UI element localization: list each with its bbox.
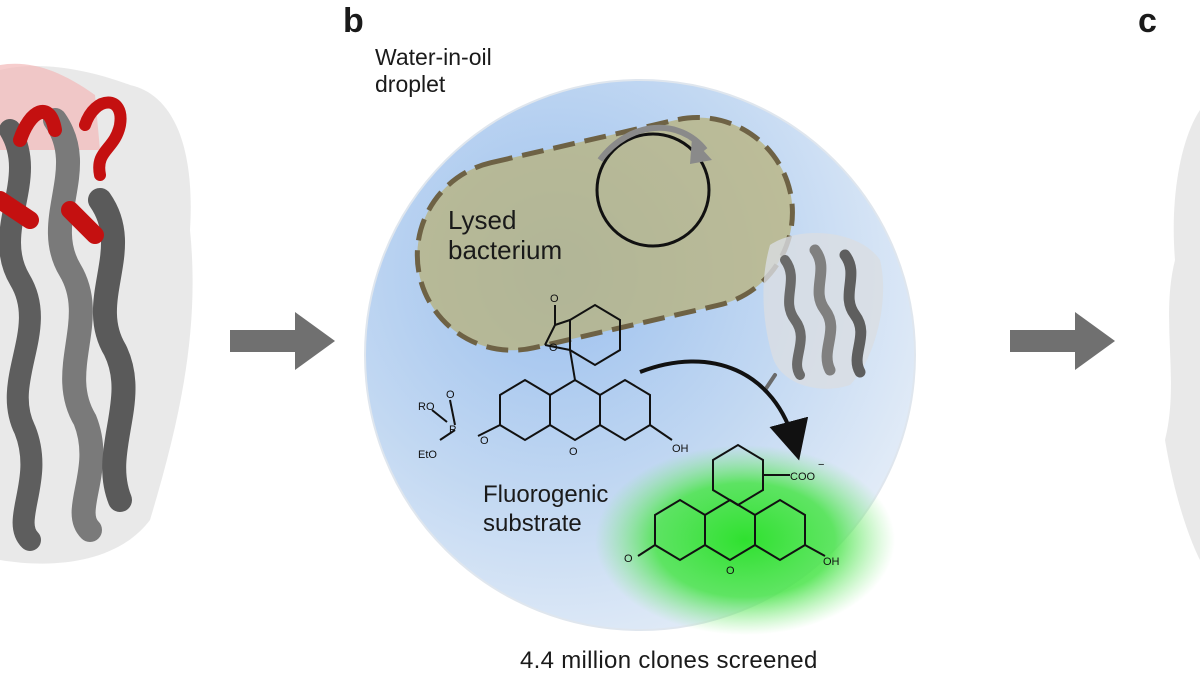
substrate-o-phosphoryl: O	[446, 389, 455, 401]
protein-structure-right	[1165, 110, 1200, 560]
bacterium-label: Lysed bacterium	[448, 205, 562, 265]
substrate-o-xanthene: O	[569, 446, 578, 458]
product-oh-label: OH	[823, 556, 840, 568]
helix-2	[43, 108, 104, 542]
substrate-label-line1: Fluorogenic	[483, 481, 609, 508]
substrate-ro-label: RO	[418, 401, 435, 413]
substrate-o-ester: O	[480, 435, 489, 447]
enzyme-structure	[763, 233, 884, 392]
bacterium-label-line2: bacterium	[448, 235, 563, 265]
product-o-carbonyl: O	[624, 553, 633, 565]
protein-surface-right	[1165, 110, 1200, 560]
flow-arrow-left	[230, 312, 335, 370]
substrate-oh-label: OH	[672, 443, 689, 455]
mutation-patch-1	[61, 201, 104, 244]
helix-3	[88, 188, 136, 512]
product-ring-top	[712, 443, 764, 507]
plasmid-arrow	[597, 124, 708, 162]
lysed-bacterium	[414, 115, 795, 353]
substrate-o-ring: O	[549, 342, 558, 354]
product-coo-label: COO	[790, 471, 816, 483]
plasmid-arrow-head	[690, 138, 712, 164]
substrate-p-label: P	[449, 424, 456, 436]
product-glow	[595, 445, 895, 635]
substrate-label: Fluorogenic substrate	[483, 480, 608, 538]
product-structure	[637, 443, 826, 562]
droplet-label: Water-in-oil droplet	[375, 44, 492, 98]
panel-label-b: b	[343, 2, 364, 40]
product-charge-label: −	[818, 459, 824, 471]
substrate-label-line2: substrate	[483, 510, 582, 537]
droplet-label-line2: droplet	[375, 71, 446, 97]
panel-label-c: c	[1138, 2, 1157, 40]
bacterium-label-line1: Lysed	[448, 205, 517, 235]
plasmid	[595, 132, 711, 248]
substrate-eto-label: EtO	[418, 449, 437, 461]
protein-structure-left	[0, 63, 193, 564]
flow-arrow-right	[1010, 312, 1115, 370]
mutation-loop-1	[13, 104, 62, 147]
substrate-o-carbonyl: O	[550, 293, 559, 305]
screening-caption: 4.4 million clones screened	[520, 647, 818, 674]
product-o-xanthene: O	[726, 565, 735, 577]
reaction-arrow	[639, 359, 809, 461]
mutation-loop-2	[79, 96, 127, 181]
droplet-label-line1: Water-in-oil	[375, 44, 492, 70]
mutation-patch-2	[0, 191, 39, 229]
substrate-structure	[431, 303, 673, 442]
